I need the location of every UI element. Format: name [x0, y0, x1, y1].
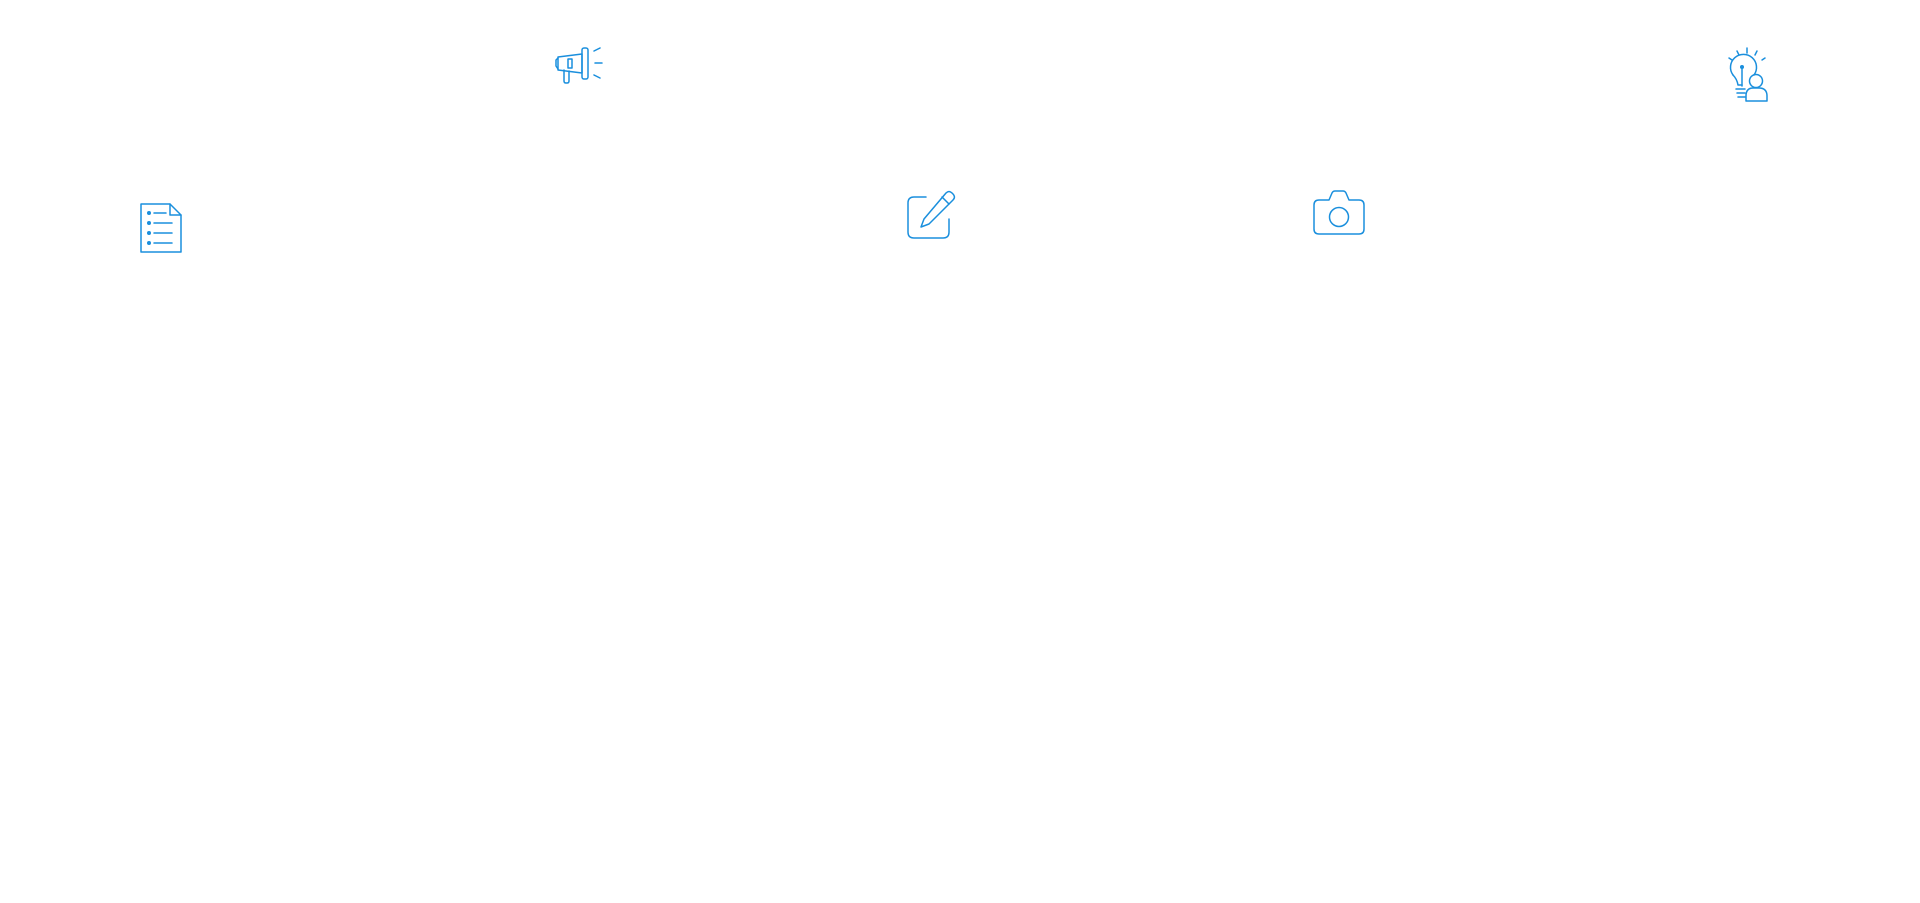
megaphone-icon[interactable] [554, 42, 604, 84]
document-list-icon[interactable] [139, 202, 183, 254]
camera-icon[interactable] [1312, 190, 1366, 236]
edit-icon[interactable] [906, 190, 956, 240]
idea-person-icon[interactable] [1723, 45, 1771, 107]
